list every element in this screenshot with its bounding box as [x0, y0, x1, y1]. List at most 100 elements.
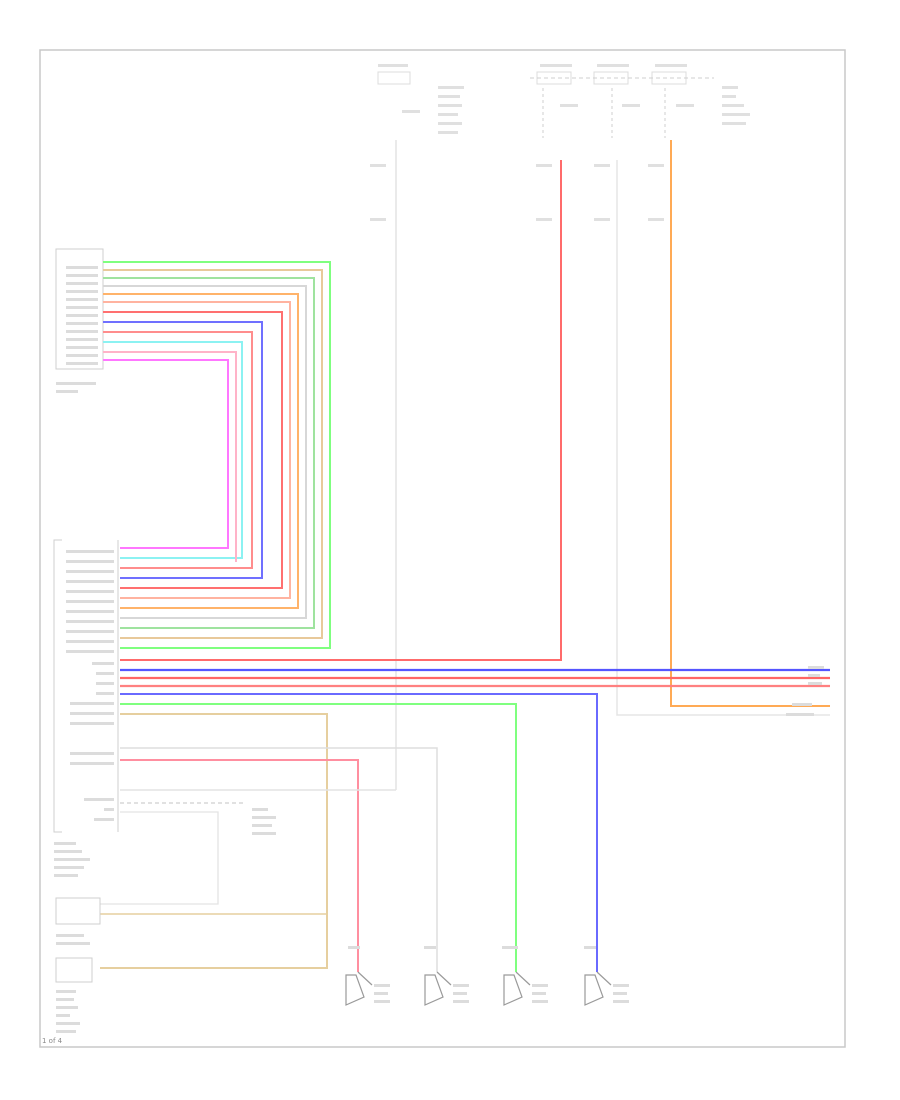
- cs-pin-label-13: [66, 362, 98, 365]
- label-block-fuse-3: [597, 64, 629, 67]
- wire-salmon-1: [103, 301, 291, 599]
- label-block-mid-b: [438, 95, 460, 98]
- sw1-cap: [374, 984, 390, 987]
- bcm-caption-e: [54, 874, 78, 877]
- label-block-conn-h: [648, 218, 664, 221]
- edge-label-4: [792, 703, 812, 706]
- switch-captions: [348, 946, 629, 1003]
- bcm-bracket: [53, 539, 62, 833]
- bcm-pin-label-12: [92, 662, 114, 665]
- sw1-cap-b: [374, 992, 388, 995]
- sw2-cap: [453, 984, 469, 987]
- sw-wire-label-2: [424, 946, 436, 949]
- cs-pin-label-8: [66, 322, 98, 325]
- bcm-pin-label-13: [96, 672, 114, 675]
- wire-red-power: [120, 160, 562, 661]
- wire-orange-power: [670, 140, 830, 707]
- switch-2-arm: [436, 971, 452, 986]
- switch-3: [503, 971, 531, 1006]
- edge-label-5: [786, 713, 814, 716]
- right-edge-markers: [786, 666, 824, 716]
- bcm-pin-label-17: [70, 712, 114, 715]
- bcm-pin-label-22: [104, 808, 114, 811]
- edge-label-1: [808, 666, 824, 669]
- wire-green-1: [103, 277, 315, 629]
- wire-blue-to-switch4: [120, 693, 598, 972]
- label-block-conn-d: [594, 164, 610, 167]
- sw2-cap-c: [453, 1000, 469, 1003]
- label-block-fuse-s2: [622, 104, 640, 107]
- wire-tan-to-sensor: [100, 713, 328, 969]
- bcm-caption-d: [54, 866, 84, 869]
- switch-4-body: [584, 974, 604, 1006]
- label-block-right-c: [722, 104, 744, 107]
- sw1-cap-c: [374, 1000, 390, 1003]
- label-block-fuse-s3: [676, 104, 694, 107]
- combination-switch-pin-labels: [56, 266, 98, 393]
- bcm-pin-label-18: [70, 722, 114, 725]
- cs-pin-label-2: [66, 274, 98, 277]
- edge-label-2: [808, 674, 820, 677]
- cs-pin-label-6: [66, 306, 98, 309]
- bcm-pin-label-6: [66, 600, 114, 603]
- relay-caption-b: [252, 816, 276, 819]
- sw4-cap-c: [613, 1000, 629, 1003]
- label-block-right-d: [722, 113, 750, 116]
- bcm-pin-label-1: [66, 550, 114, 553]
- wire-green-to-switch3: [120, 703, 517, 972]
- wire-gray-1: [103, 285, 307, 619]
- switch-2: [424, 971, 452, 1006]
- label-block-conn-f: [536, 218, 552, 221]
- label-block-mid-d: [438, 113, 458, 116]
- switch-3-body: [503, 974, 523, 1006]
- label-block-mid-f: [438, 131, 458, 134]
- wire-tan-1: [103, 269, 323, 639]
- cs-to-bcm-wires: [103, 261, 331, 649]
- cs-pin-label-4: [66, 290, 98, 293]
- bcm-pin-label-7: [66, 610, 114, 613]
- cs-caption-a: [56, 382, 96, 385]
- label-block-conn-e: [648, 164, 664, 167]
- sensor-caption-b: [56, 942, 90, 945]
- power-lines: [120, 140, 830, 790]
- bcm-pin-label-2: [66, 560, 114, 563]
- rain-caption-d: [56, 1014, 70, 1017]
- bcm-pin-label-16: [70, 702, 114, 705]
- cs-pin-label-12: [66, 354, 98, 357]
- fuse-block-group: [377, 71, 714, 138]
- rain-caption-b: [56, 998, 74, 1001]
- wire-blue-1: [103, 321, 263, 579]
- switch-4-arm: [596, 971, 612, 986]
- bcm-pin-label-23: [94, 818, 114, 821]
- bcm-pin-label-21: [84, 798, 114, 801]
- bcm-pin-label-5: [66, 590, 114, 593]
- cs-pin-label-3: [66, 282, 98, 285]
- relay-caption-c: [252, 824, 272, 827]
- bcm-pin-label-9: [66, 630, 114, 633]
- bcm-frame: [53, 539, 119, 833]
- label-block-right-b: [722, 95, 736, 98]
- label-block-mid-c: [438, 104, 462, 107]
- cs-pin-label-11: [66, 346, 98, 349]
- bcm-pin-label-14: [96, 682, 114, 685]
- switch-1-arm: [357, 971, 373, 986]
- switch-4: [584, 971, 612, 1006]
- wire-magenta-1: [103, 359, 229, 549]
- label-block-fuse-2: [540, 64, 572, 67]
- rain-caption-c: [56, 1006, 78, 1009]
- relay-caption-d: [252, 832, 276, 835]
- sw4-cap-b: [613, 992, 627, 995]
- trunk-lines: [120, 668, 830, 688]
- top-label-blocks: [370, 64, 750, 221]
- sensor-captions: [56, 808, 276, 1033]
- wire-red-1: [103, 311, 283, 589]
- label-block-fuse-s4: [402, 110, 420, 113]
- cs-pin-label-7: [66, 314, 98, 317]
- rain-sensor-box: [55, 957, 93, 983]
- sw3-cap-b: [532, 992, 546, 995]
- label-block-conn-c: [536, 164, 552, 167]
- cs-pin-label-1: [66, 266, 98, 269]
- sw-wire-label-3: [502, 946, 518, 949]
- sw4-cap: [613, 984, 629, 987]
- bcm-pin-label-15: [96, 692, 114, 695]
